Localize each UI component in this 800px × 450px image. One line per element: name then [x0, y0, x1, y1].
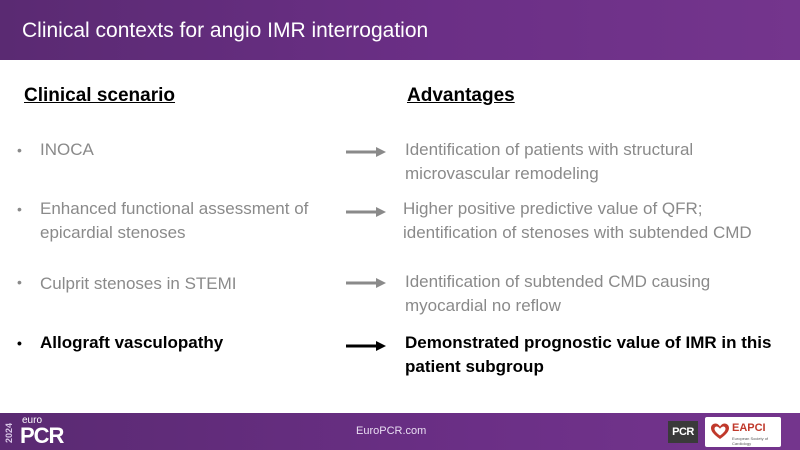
slide-footer: 2024 euro PCR EuroPCR.com PCR EAPCI Euro… [0, 413, 800, 450]
advantage-text: Identification of patients with structur… [405, 140, 694, 183]
pcr-logo: PCR [668, 421, 698, 443]
advantage-text: Higher positive predictive value of QFR;… [403, 199, 752, 242]
bullet: • [17, 274, 22, 290]
footer-url[interactable]: EuroPCR.com [356, 425, 427, 437]
advantage-text: Identification of subtended CMD causing … [405, 272, 711, 315]
europcr-logo-pcr: PCR [20, 423, 64, 448]
slide-header: Clinical contexts for angio IMR interrog… [0, 0, 800, 60]
right-arrow-icon [346, 147, 386, 157]
scenario-text: INOCA [40, 140, 94, 159]
column-header-advantages: Advantages [407, 85, 515, 106]
bullet: • [17, 201, 22, 217]
scenario-text: Culprit stenoses in STEMI [40, 274, 237, 293]
eapci-logo-text: EAPCI [732, 422, 766, 434]
column-header-clinical-scenario: Clinical scenario [24, 85, 176, 106]
europcr-logo-euro: euro [22, 415, 43, 426]
europcr-logo-year: 2024 [4, 422, 14, 444]
bullet: • [17, 335, 22, 351]
bullet: • [17, 142, 22, 158]
right-arrow-icon [346, 207, 386, 217]
eapci-logo: EAPCI European Society of Cardiology [705, 417, 781, 447]
scenario-text: Enhanced functional assessment of epicar… [40, 199, 309, 242]
right-arrow-icon [346, 278, 386, 288]
right-arrow-icon [346, 341, 386, 351]
heart-logo-icon [711, 423, 729, 439]
advantage-text: Demonstrated prognostic value of IMR in … [405, 333, 772, 376]
scenario-text: Allograft vasculopathy [40, 333, 224, 352]
slide-title: Clinical contexts for angio IMR interrog… [22, 19, 429, 42]
eapci-logo-subtext: European Society of Cardiology [732, 436, 769, 446]
